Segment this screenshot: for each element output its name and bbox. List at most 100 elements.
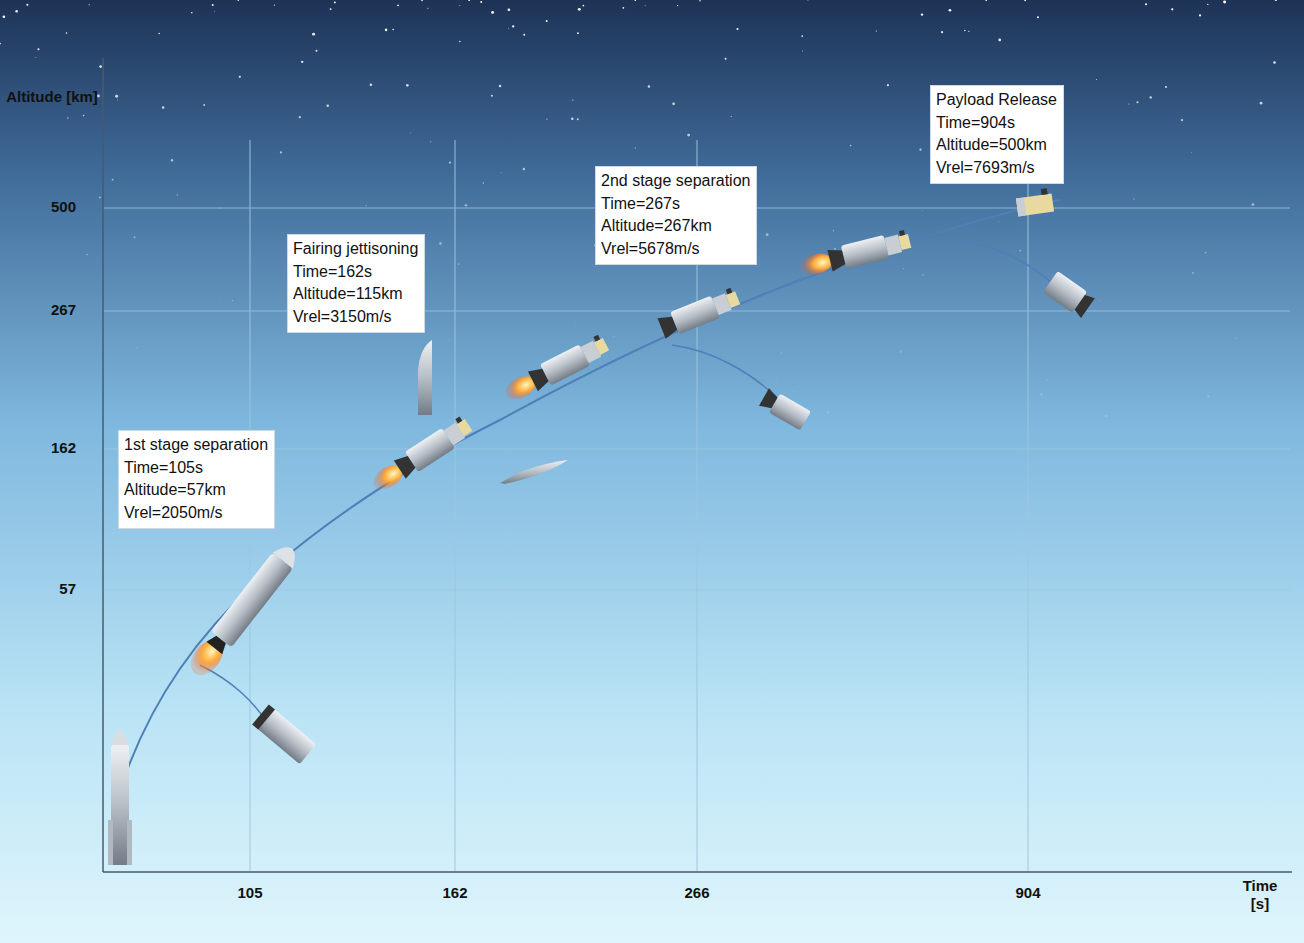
star — [15, 10, 17, 12]
star — [491, 95, 493, 97]
star — [941, 31, 943, 33]
star — [921, 13, 923, 15]
star — [385, 29, 388, 32]
star — [964, 30, 965, 31]
star — [134, 236, 136, 238]
star — [613, 336, 614, 337]
star — [634, 0, 636, 1]
tick-label: 57 — [30, 580, 76, 598]
star — [1192, 272, 1194, 274]
star — [900, 350, 903, 353]
star — [99, 196, 101, 198]
star — [921, 210, 923, 212]
star — [919, 149, 921, 151]
event-callout: 1st stage separationTime=105sAltitude=57… — [118, 430, 275, 529]
star — [1190, 152, 1192, 154]
star — [687, 134, 690, 137]
tick-label: 904 — [998, 884, 1058, 902]
event-value: Altitude=500km — [936, 134, 1057, 157]
axis-title: Time [s] — [1232, 877, 1288, 913]
star — [887, 84, 889, 86]
star — [731, 116, 732, 117]
star — [1275, 0, 1277, 1]
star — [397, 4, 399, 6]
star — [239, 76, 241, 78]
star — [834, 248, 836, 250]
star — [1096, 79, 1097, 80]
star — [827, 411, 830, 414]
star — [86, 254, 88, 256]
star — [26, 4, 28, 6]
star — [859, 412, 860, 413]
star — [903, 268, 904, 269]
star — [410, 132, 412, 134]
star — [480, 1, 482, 3]
star — [644, 5, 646, 7]
star — [334, 1, 336, 3]
event-title: 1st stage separation — [124, 434, 268, 457]
star — [648, 85, 650, 87]
star — [483, 182, 484, 183]
star — [802, 50, 804, 52]
star — [833, 230, 834, 231]
star — [801, 35, 803, 37]
star — [850, 145, 852, 147]
star — [1105, 415, 1107, 417]
star — [571, 117, 574, 120]
event-title: Fairing jettisoning — [293, 238, 418, 261]
star — [18, 418, 20, 420]
star — [1235, 338, 1237, 340]
star — [491, 11, 494, 14]
star — [998, 39, 1001, 42]
star — [66, 32, 68, 34]
star — [1171, 8, 1173, 10]
event-callout: 2nd stage separationTime=267sAltitude=26… — [595, 166, 757, 265]
tick-label: 162 — [425, 884, 485, 902]
star — [158, 33, 160, 35]
star — [99, 65, 102, 68]
star — [274, 5, 275, 6]
star — [512, 25, 514, 27]
star — [1145, 3, 1147, 5]
star — [1149, 96, 1151, 98]
star — [212, 4, 214, 6]
star — [162, 106, 165, 109]
tick-label: 267 — [30, 301, 76, 319]
star — [623, 7, 625, 9]
event-title: Payload Release — [936, 89, 1057, 112]
star — [508, 8, 511, 11]
star — [1207, 395, 1210, 398]
event-callout: Fairing jettisoningTime=162sAltitude=115… — [287, 234, 425, 333]
tick-label: 162 — [30, 439, 76, 457]
star — [280, 151, 282, 153]
star — [523, 34, 525, 36]
star — [546, 118, 547, 119]
star — [1133, 198, 1134, 199]
star — [219, 300, 221, 302]
star — [89, 4, 90, 5]
star — [370, 83, 373, 86]
star — [177, 194, 178, 195]
star — [37, 48, 39, 50]
star — [468, 0, 470, 1]
star — [852, 325, 854, 327]
star — [1024, 0, 1026, 1]
star — [968, 31, 969, 32]
star — [1136, 101, 1138, 103]
star — [577, 32, 579, 34]
star — [1223, 0, 1226, 3]
star — [766, 233, 769, 236]
star — [326, 105, 329, 108]
star — [83, 115, 85, 117]
star — [117, 99, 119, 101]
star — [459, 4, 461, 6]
star — [794, 391, 796, 393]
event-value: Vrel=7693m/s — [936, 157, 1057, 180]
star — [876, 30, 877, 31]
star — [725, 58, 727, 60]
star — [465, 204, 467, 206]
star — [1040, 393, 1043, 396]
star — [439, 242, 442, 245]
star — [1046, 379, 1048, 381]
star — [203, 104, 205, 106]
